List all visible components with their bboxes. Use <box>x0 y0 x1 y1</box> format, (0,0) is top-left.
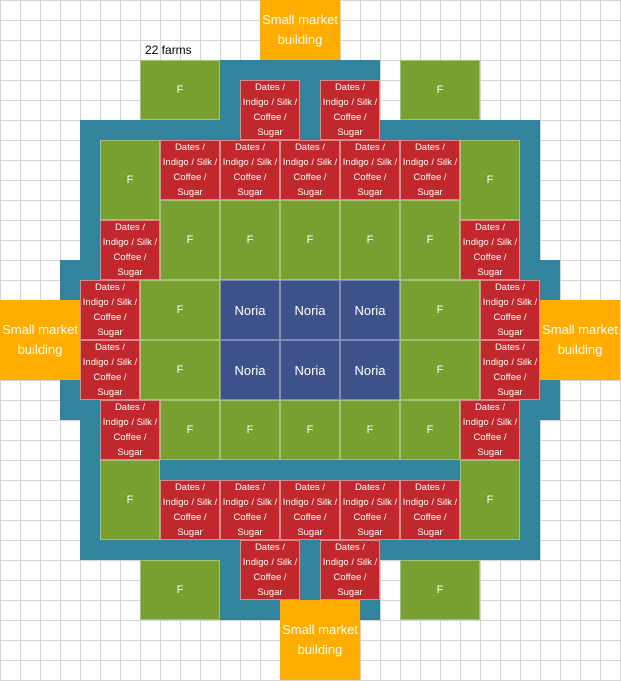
crop-plot: Dates / Indigo / Silk / Coffee / Sugar <box>480 280 540 340</box>
crop-plot: Dates / Indigo / Silk / Coffee / Sugar <box>240 540 300 600</box>
farm-plot: F <box>140 560 220 620</box>
crop-plot: Dates / Indigo / Silk / Coffee / Sugar <box>220 140 280 200</box>
farm-plot: F <box>280 200 340 280</box>
farm-plot: F <box>400 60 480 120</box>
farm-plot: F <box>100 140 160 220</box>
noria-plot: Noria <box>340 340 400 400</box>
market-building: Small market building <box>260 0 340 60</box>
farm-plot: F <box>220 200 280 280</box>
noria-plot: Noria <box>280 280 340 340</box>
farm-plot: F <box>160 400 220 460</box>
crop-plot: Dates / Indigo / Silk / Coffee / Sugar <box>460 400 520 460</box>
crop-plot: Dates / Indigo / Silk / Coffee / Sugar <box>100 220 160 280</box>
farm-plot: F <box>340 400 400 460</box>
crop-plot: Dates / Indigo / Silk / Coffee / Sugar <box>80 280 140 340</box>
farm-count-label: 22 farms <box>145 43 192 57</box>
farm-plot: F <box>340 200 400 280</box>
farm-plot: F <box>400 560 480 620</box>
market-building: Small market building <box>540 300 620 380</box>
noria-plot: Noria <box>220 340 280 400</box>
crop-plot: Dates / Indigo / Silk / Coffee / Sugar <box>160 140 220 200</box>
farm-plot: F <box>460 460 520 540</box>
farm-plot: F <box>280 400 340 460</box>
farm-plot: F <box>220 400 280 460</box>
crop-plot: Dates / Indigo / Silk / Coffee / Sugar <box>100 400 160 460</box>
farm-plot: F <box>100 460 160 540</box>
farm-plot: F <box>160 200 220 280</box>
noria-plot: Noria <box>220 280 280 340</box>
crop-plot: Dates / Indigo / Silk / Coffee / Sugar <box>240 80 300 140</box>
market-building: Small market building <box>280 600 360 680</box>
market-building: Small market building <box>0 300 80 380</box>
farm-plot: F <box>140 340 220 400</box>
crop-plot: Dates / Indigo / Silk / Coffee / Sugar <box>460 220 520 280</box>
crop-plot: Dates / Indigo / Silk / Coffee / Sugar <box>320 540 380 600</box>
noria-plot: Noria <box>280 340 340 400</box>
crop-plot: Dates / Indigo / Silk / Coffee / Sugar <box>220 480 280 540</box>
crop-plot: Dates / Indigo / Silk / Coffee / Sugar <box>80 340 140 400</box>
crop-plot: Dates / Indigo / Silk / Coffee / Sugar <box>280 480 340 540</box>
crop-plot: Dates / Indigo / Silk / Coffee / Sugar <box>340 480 400 540</box>
farm-plot: F <box>400 280 480 340</box>
crop-plot: Dates / Indigo / Silk / Coffee / Sugar <box>160 480 220 540</box>
crop-plot: Dates / Indigo / Silk / Coffee / Sugar <box>320 80 380 140</box>
noria-plot: Noria <box>340 280 400 340</box>
farm-plot: F <box>400 340 480 400</box>
crop-plot: Dates / Indigo / Silk / Coffee / Sugar <box>400 140 460 200</box>
farm-plot: F <box>460 140 520 220</box>
crop-plot: Dates / Indigo / Silk / Coffee / Sugar <box>340 140 400 200</box>
farm-plot: F <box>400 400 460 460</box>
farm-plot: F <box>400 200 460 280</box>
crop-plot: Dates / Indigo / Silk / Coffee / Sugar <box>400 480 460 540</box>
farm-plot: F <box>140 60 220 120</box>
crop-plot: Dates / Indigo / Silk / Coffee / Sugar <box>280 140 340 200</box>
farm-plot: F <box>140 280 220 340</box>
crop-plot: Dates / Indigo / Silk / Coffee / Sugar <box>480 340 540 400</box>
